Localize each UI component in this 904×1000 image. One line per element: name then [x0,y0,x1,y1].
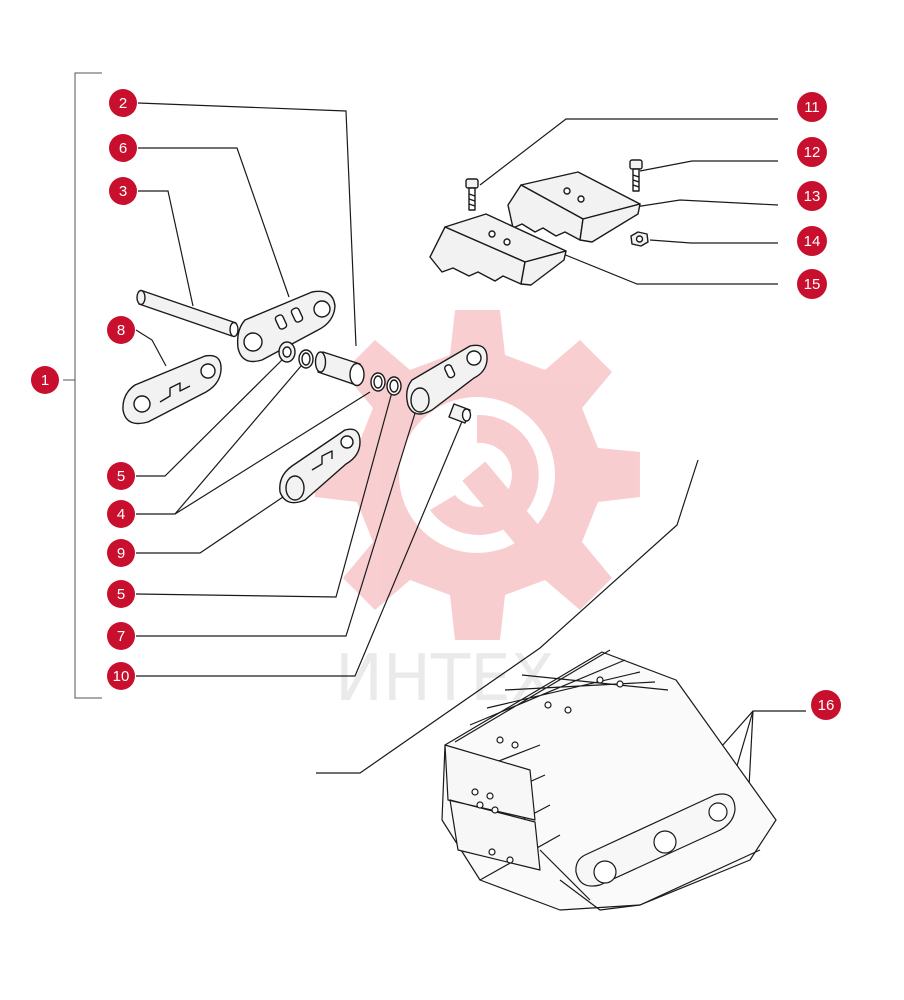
callouts: 1 2 6 3 8 5 4 9 5 7 10 11 12 13 14 15 16 [31,89,841,720]
leader-6 [138,147,290,298]
leader-11 [479,118,778,186]
callout-13: 13 [797,181,827,211]
svg-text:2: 2 [119,95,127,112]
callout-14: 14 [797,226,827,256]
svg-text:6: 6 [119,140,127,157]
leader-2 [137,102,357,347]
part-bolt-right [629,159,643,192]
leader-lines [135,102,806,826]
svg-text:5: 5 [117,468,125,485]
callout-5-upper: 5 [107,462,135,490]
callout-15: 15 [797,269,827,299]
svg-text:1: 1 [41,372,49,389]
svg-text:14: 14 [804,233,821,250]
leader-5b [135,391,393,598]
part-seal-ring-right [370,372,402,396]
leader-5a [136,354,288,477]
svg-text:4: 4 [117,506,125,523]
svg-text:5: 5 [117,586,125,603]
bolt-holes [471,676,624,864]
leader-10 [136,418,464,677]
svg-text:16: 16 [818,697,835,714]
callout-2: 2 [109,89,137,117]
leader-detail [316,459,699,774]
leader-8 [135,329,167,367]
part-link-left [122,354,222,425]
callout-8: 8 [107,316,135,344]
callout-11: 11 [797,92,827,122]
svg-text:8: 8 [117,322,125,339]
callout-9: 9 [107,539,135,567]
callout-3: 3 [109,177,137,205]
callout-6: 6 [109,134,137,162]
callout-10: 10 [107,662,135,690]
part-link-outer [236,290,336,363]
part-short-pin [448,403,472,424]
part-bolt-left [465,178,479,211]
track-assembly-detail [441,649,777,911]
svg-text:12: 12 [804,144,821,161]
part-nut [630,231,649,247]
svg-text:7: 7 [117,628,125,645]
part-link-lower [279,428,361,504]
callout-5-lower: 5 [107,580,135,608]
part-bushing [278,341,296,363]
leader-7 [136,409,417,637]
svg-text:3: 3 [119,183,127,200]
part-link-right [405,344,488,415]
part-seal-ring-left [298,349,314,369]
callout-4: 4 [107,500,135,528]
svg-text:11: 11 [804,99,820,116]
leader-12 [639,160,778,172]
callout-7: 7 [107,622,135,650]
assembly-bracket [63,72,102,699]
svg-text:9: 9 [117,545,125,562]
callout-12: 12 [797,137,827,167]
part-bushing-main [314,351,365,387]
part-track-shoe-upper [507,171,641,243]
leader-3 [138,190,194,307]
leader-9 [136,496,284,554]
svg-text:13: 13 [804,188,821,205]
callout-1: 1 [31,366,59,394]
leader-15 [562,253,778,285]
leader-4b [174,391,371,515]
leader-13 [634,199,779,208]
part-track-shoe-lower [429,213,567,286]
svg-text:10: 10 [113,668,130,685]
leader-14 [649,239,778,244]
part-pin [136,289,239,338]
callout-16: 16 [811,690,841,720]
parts [122,159,649,504]
svg-text:15: 15 [804,276,821,293]
